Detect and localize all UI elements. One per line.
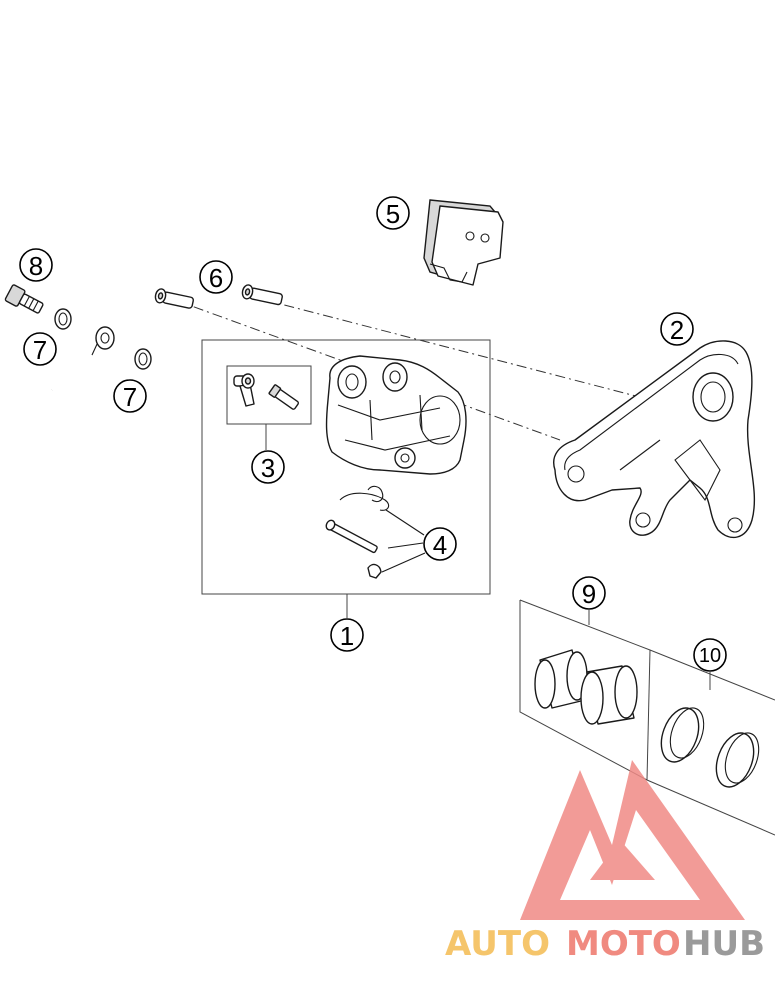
brake-pads — [423, 199, 504, 286]
caliper-assembly-box — [201, 339, 491, 618]
callout-2: 2 — [660, 312, 694, 346]
leaders-4 — [381, 509, 426, 573]
callout-7b: 7 — [113, 379, 147, 413]
callout-5: 5 — [376, 196, 410, 230]
callout-10-text: 10 — [699, 645, 721, 667]
brake-hose — [50, 326, 115, 392]
bleeder-valve-set — [233, 373, 300, 410]
watermark-text-hub: HUB — [683, 924, 765, 964]
watermark-text-moto: MOTO — [566, 924, 681, 964]
callout-8-text: 8 — [29, 251, 43, 281]
callout-8: 8 — [19, 248, 53, 282]
callout-7a-text: 7 — [33, 335, 47, 365]
caliper-pins — [154, 284, 283, 309]
watermark-logo-icon — [520, 760, 745, 920]
callout-2-text: 2 — [670, 315, 684, 345]
brake-caliper-body — [325, 355, 467, 475]
callout-9-text: 9 — [582, 579, 596, 609]
piston-seal-box — [519, 599, 775, 836]
sealing-washers — [54, 308, 152, 370]
callout-7a: 7 — [23, 332, 57, 366]
callout-1-text: 1 — [340, 621, 354, 651]
callout-3: 3 — [251, 450, 285, 484]
caliper-pistons — [534, 649, 638, 725]
callout-6: 6 — [199, 260, 233, 294]
callout-3-text: 3 — [261, 453, 275, 483]
callout-5-text: 5 — [386, 199, 400, 229]
callout-10: 10 — [693, 638, 727, 672]
callout-9: 9 — [572, 576, 606, 610]
callout-1: 1 — [330, 618, 364, 652]
piston-seals — [660, 707, 760, 788]
caliper-bracket — [553, 340, 756, 539]
watermark-text-auto: AUTO — [445, 924, 550, 964]
banjo-bolt — [4, 284, 44, 314]
callout-7b-text: 7 — [123, 382, 137, 412]
callout-4-text: 4 — [433, 530, 447, 560]
caliper-pin-kit — [325, 485, 390, 579]
callout-4: 4 — [423, 527, 457, 561]
callout-6-text: 6 — [209, 263, 223, 293]
